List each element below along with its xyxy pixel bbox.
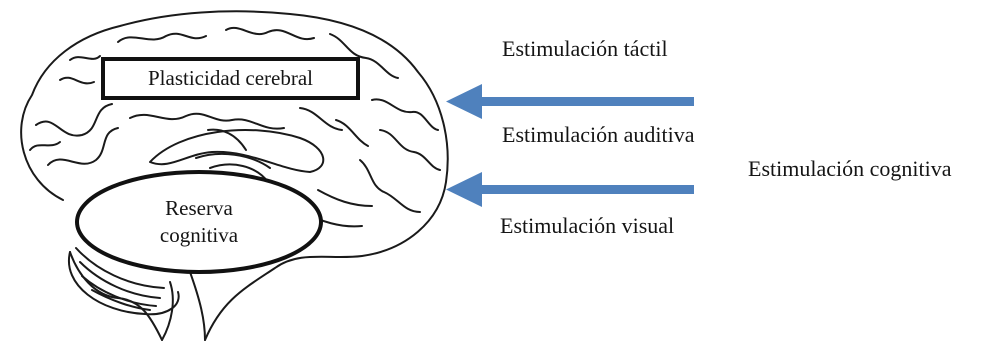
brainstem-outline xyxy=(161,271,206,341)
reserva-cognitiva-line2: cognitiva xyxy=(159,223,239,247)
arrow-top xyxy=(446,84,694,119)
arrow-left-icon xyxy=(446,84,482,119)
reserva-cognitiva-ellipse xyxy=(75,170,323,274)
corpus-callosum xyxy=(149,129,325,173)
arrow-top-shaft xyxy=(476,97,694,106)
label-estimulacion-auditiva: Estimulación auditiva xyxy=(502,122,695,147)
label-estimulacion-tactil: Estimulación táctil xyxy=(502,36,668,61)
arrow-bottom xyxy=(446,172,694,207)
plasticidad-cerebral-box: Plasticidad cerebral xyxy=(101,57,360,100)
arrow-left-icon xyxy=(446,172,482,207)
label-estimulacion-visual: Estimulación visual xyxy=(500,213,675,238)
plasticidad-cerebral-text: Plasticidad cerebral xyxy=(147,66,313,90)
label-estimulacion-cognitiva: Estimulación cognitiva xyxy=(748,156,952,181)
reserva-cognitiva-label: Reserva cognitiva xyxy=(77,172,321,272)
reserva-cognitiva-line1: Reserva xyxy=(165,196,233,220)
cerebellum-outline xyxy=(67,251,180,316)
arrow-bottom-shaft xyxy=(476,185,694,194)
